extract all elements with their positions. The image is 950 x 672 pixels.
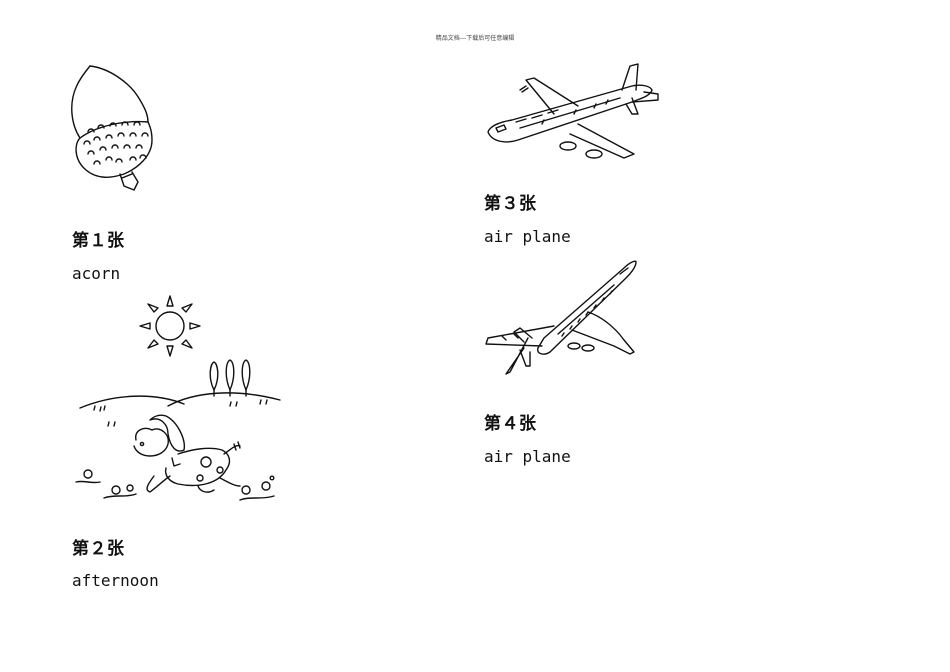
acorn-icon xyxy=(71,65,153,191)
card-1-word: acorn xyxy=(72,264,121,283)
card-4-title: 第４张 xyxy=(484,414,537,434)
card-1-title: 第１张 xyxy=(72,231,125,251)
airplane-takeoff-icon xyxy=(485,260,637,375)
afternoon-scene-icon xyxy=(75,295,281,501)
airplane-icon xyxy=(487,63,659,159)
card-4-word: air plane xyxy=(484,447,571,466)
card-2-word: afternoon xyxy=(72,571,159,590)
card-2-title: 第２张 xyxy=(72,539,125,559)
card-3-word: air plane xyxy=(484,227,571,246)
card-3-title: 第３张 xyxy=(484,194,537,214)
page-header: 精品文档---下载后可任意编辑 xyxy=(435,35,515,42)
